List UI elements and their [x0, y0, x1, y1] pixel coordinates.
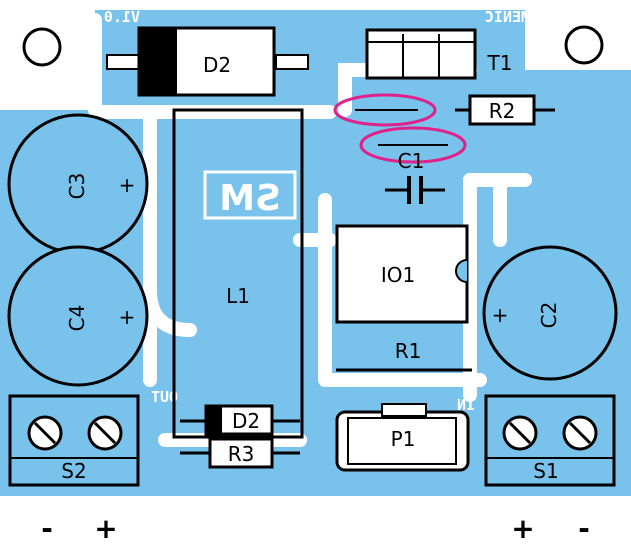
- capacitor-c4: C4 +: [7, 245, 149, 387]
- version-text: V1.0: [104, 8, 140, 26]
- d2-bottom-body: [204, 404, 274, 436]
- c1-label: C1: [398, 149, 425, 173]
- s2-label: S2: [61, 459, 86, 483]
- terminal-block-s2: S2: [8, 394, 140, 487]
- copper-top-right: [525, 70, 631, 110]
- s2-screw-right-slot: [93, 421, 117, 445]
- mounting-hole-left: [22, 27, 62, 67]
- resistor-r3: R3: [180, 437, 300, 469]
- resistor-r1: R1: [336, 339, 472, 372]
- highlight-ellipse-lower: [359, 126, 467, 164]
- r2-label: R2: [489, 99, 516, 123]
- logo-text: SM: [219, 178, 281, 219]
- p1-knob: [381, 403, 427, 417]
- c4-plus: +: [119, 305, 136, 329]
- p1-label: P1: [391, 427, 416, 451]
- capacitor-c3: C3 +: [7, 113, 149, 255]
- inductor-l1: L1: [172, 108, 304, 439]
- s1-minus-sign: -: [578, 512, 590, 545]
- d2-top-pad-left: [106, 54, 140, 70]
- d2-top-pad-right: [275, 54, 309, 70]
- io1-notch: [455, 259, 468, 283]
- capacitor-c1: C1: [385, 149, 445, 204]
- c3-label: C3: [65, 173, 89, 200]
- diode-d2-top: D2: [106, 26, 309, 97]
- c2-body: [482, 245, 618, 381]
- c4-body: [7, 245, 149, 387]
- diode-d2-bottom: D2: [180, 404, 300, 436]
- s1-screw-left-slot: [508, 421, 532, 445]
- s1-screw-right-slot: [568, 421, 592, 445]
- l1-label: L1: [226, 284, 250, 308]
- c2-label: C2: [537, 302, 561, 329]
- r2-body: [468, 94, 536, 126]
- d2-bottom-label: D2: [232, 409, 260, 433]
- t1-label: T1: [487, 51, 513, 75]
- transistor-t1: T1: [365, 28, 513, 80]
- r3-label: R3: [228, 442, 255, 466]
- highlight-ellipse-upper: [333, 93, 437, 127]
- c4-label: C4: [65, 305, 89, 332]
- t1-body: [365, 28, 477, 80]
- logo-box: [203, 170, 297, 220]
- ic-io1: IO1: [335, 224, 469, 324]
- s2-plus-sign: +: [94, 512, 117, 545]
- p1-inner: [347, 417, 457, 465]
- r1-label: R1: [395, 339, 422, 363]
- r3-body: [208, 437, 274, 469]
- c1-gap: [409, 176, 419, 204]
- s1-label: S1: [533, 459, 558, 483]
- io1-body: [335, 224, 469, 324]
- potentiometer-p1: P1: [335, 403, 470, 472]
- capacitor-c2: C2 +: [482, 245, 618, 381]
- s2-screw-left-slot: [33, 421, 57, 445]
- d2-bottom-cathode-band: [206, 406, 222, 434]
- resistor-r2: R2: [455, 94, 555, 126]
- isolation-gaps: [88, 13, 532, 447]
- l1-body: [172, 108, 304, 439]
- io1-label: IO1: [381, 263, 415, 287]
- d2-top-cathode-band: [139, 28, 177, 95]
- author-text: MENIC: [485, 8, 530, 26]
- out-text: OUT: [151, 388, 178, 406]
- s2-minus-sign: -: [41, 512, 53, 545]
- gap-center-loop: [143, 283, 197, 337]
- d2-top-label: D2: [203, 53, 231, 77]
- s1-plus-sign: +: [511, 512, 534, 545]
- terminal-block-s1: S1: [484, 394, 616, 487]
- in-text: IN: [457, 396, 475, 414]
- c3-plus: +: [119, 173, 136, 197]
- sm-logo: SM: [203, 170, 297, 220]
- c2-plus: +: [492, 303, 509, 327]
- mounting-hole-right: [564, 25, 604, 65]
